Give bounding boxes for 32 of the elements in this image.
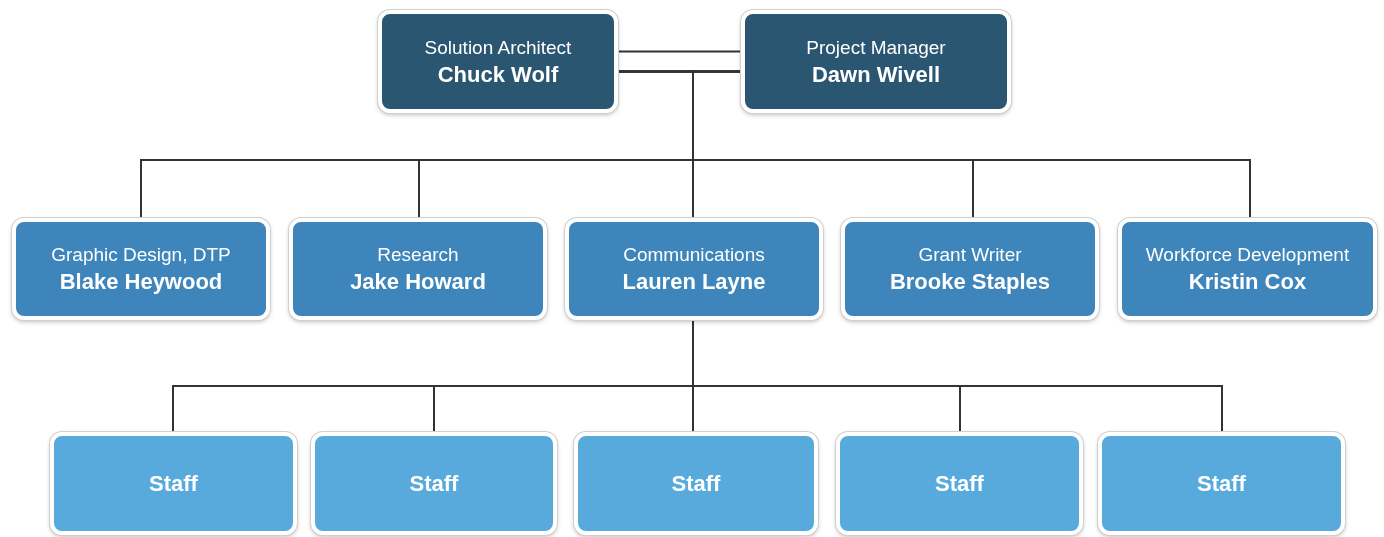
connector-line: [617, 50, 742, 53]
role-title: Solution Architect: [424, 35, 572, 60]
person-name: Chuck Wolf: [437, 60, 559, 89]
person-name: Brooke Staples: [889, 268, 1051, 296]
staff-label: Staff: [671, 469, 721, 498]
staff-label: Staff: [1197, 469, 1246, 498]
staff-label: Staff: [149, 469, 198, 498]
person-name: Dawn Wivell: [811, 60, 941, 89]
staff-label: Staff: [409, 469, 459, 498]
org-chart-box: [311, 432, 557, 535]
org-chart-box: [12, 218, 270, 320]
org-chart-box: [50, 432, 297, 535]
org-chart-box: [1098, 432, 1345, 535]
person-name: Lauren Layne: [622, 268, 766, 296]
org-chart-box: [836, 432, 1083, 535]
role-title: Communications: [623, 243, 765, 267]
org-chart-box: [841, 218, 1099, 320]
person-name: Kristin Cox: [1188, 268, 1307, 296]
staff-label: Staff: [935, 469, 984, 498]
person-name: Jake Howard: [350, 268, 486, 296]
role-title: Grant Writer: [918, 243, 1022, 267]
org-chart-box: [289, 218, 547, 320]
role-title: Research: [377, 243, 459, 267]
org-chart-box: [741, 10, 1011, 113]
org-chart-box: [574, 432, 818, 535]
org-chart-box: [565, 218, 823, 320]
person-name: Blake Heywood: [59, 268, 223, 296]
role-title: Project Manager: [806, 35, 946, 60]
org-chart-box: [378, 10, 618, 113]
org-chart-box: [1118, 218, 1377, 320]
role-title: Graphic Design, DTP: [51, 243, 231, 267]
role-title: Workforce Development: [1145, 243, 1350, 267]
